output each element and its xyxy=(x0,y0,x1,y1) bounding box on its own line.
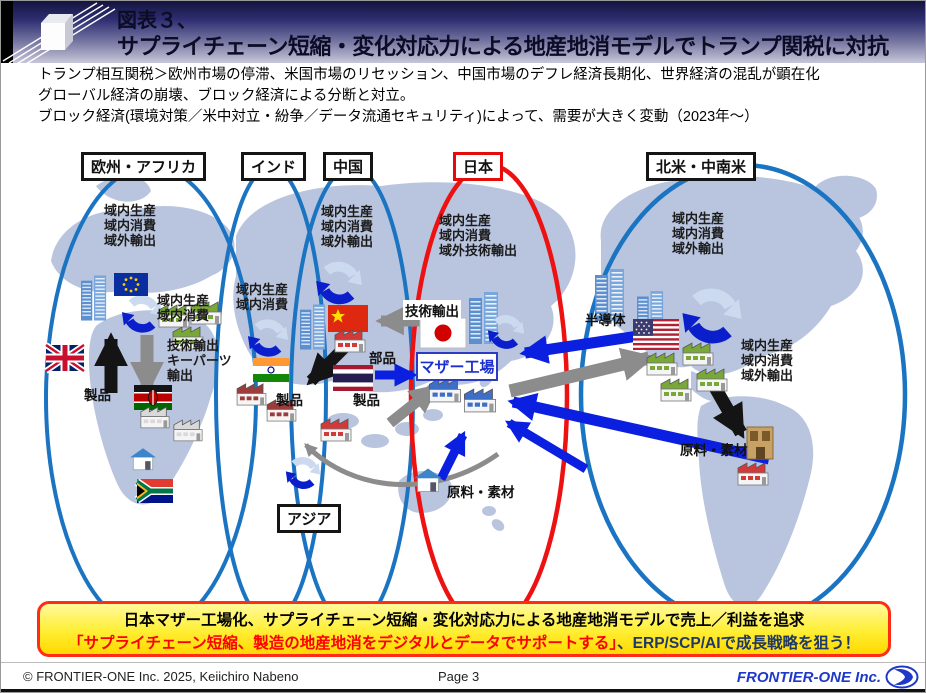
stat-line: 域内生産 xyxy=(672,211,725,226)
stat-line: 域内生産 xyxy=(741,338,794,353)
stat-line: キーパーツ xyxy=(167,353,232,368)
arrow-products-japan-to-us xyxy=(508,347,656,398)
stat-line: 域内消費 xyxy=(104,218,157,233)
americas-materials-label: 原料・素材 xyxy=(680,443,748,458)
india-stats: 域内生産 域内消費 xyxy=(236,282,288,312)
region-label-europe-africa: 欧州・アフリカ xyxy=(81,152,207,181)
region-label-india: インド xyxy=(241,152,307,181)
semiconductor-label: 半導体 xyxy=(585,313,626,328)
company-logo-icon xyxy=(885,665,919,689)
americas-stats-top: 域内生産 域内消費 域外輸出 xyxy=(672,211,724,256)
china-flag-icon xyxy=(328,305,368,332)
stat-line: 域内消費 xyxy=(157,308,210,323)
copyright-text: © FRONTIER-ONE Inc. 2025, Keiichiro Nabe… xyxy=(23,669,299,684)
factory-icon xyxy=(236,383,267,406)
footer: © FRONTIER-ONE Inc. 2025, Keiichiro Nabe… xyxy=(1,662,925,692)
arrow-materials-sa-to-japan xyxy=(507,393,771,465)
factory-icon xyxy=(737,462,769,486)
banner-quote: 「サプライチェーン短縮、製造の地産地消をデジタルとデータでサポートする」 xyxy=(67,635,618,652)
intro-line1: トランプ相互関税＞欧州市場の停滞、米国市場のリセッション、中国市場のデフレ経済長… xyxy=(38,67,820,83)
page-title-number: 図表３、 xyxy=(117,10,197,32)
china-stats: 域内生産 域内消費 域外輸出 xyxy=(321,204,373,249)
eu-flag-icon xyxy=(114,273,148,296)
company-logo-text: FRONTIER-ONE Inc. xyxy=(736,668,881,686)
europe-tech-label: 技術輸出 キーパーツ 輸出 xyxy=(167,338,232,383)
bottom-border xyxy=(1,689,925,692)
warehouse-icon xyxy=(746,426,774,460)
banner-line1: 日本マザー工場化、サプライチェーン短縮・変化対応力による地産地消モデルで売上／利… xyxy=(123,612,805,629)
europe-product-label: 製品 xyxy=(84,388,111,403)
mother-factory-box: マザー工場 xyxy=(416,352,498,381)
arrow-materials-se-to-japan xyxy=(504,419,589,473)
arrow-semiconductor-us-to-japan xyxy=(519,328,652,364)
stat-line: 域内生産 xyxy=(104,203,157,218)
factory-icon xyxy=(428,378,462,403)
region-label-japan: 日本 xyxy=(453,152,504,181)
stat-line: 域内消費 xyxy=(672,226,725,241)
japan-stats: 域内生産 域内消費 域外技術輸出 xyxy=(439,213,517,258)
cycle-arrow-icon xyxy=(286,461,320,486)
stat-line: 域内消費 xyxy=(439,228,492,243)
stat-line: 域外輸出 xyxy=(672,241,725,256)
factory-icon xyxy=(334,329,366,353)
japan-flag-icon xyxy=(419,317,467,349)
europe-stats-top: 域内生産 域内消費 域外輸出 xyxy=(104,203,156,248)
region-label-americas: 北米・中南米 xyxy=(646,152,757,181)
factory-icon xyxy=(660,378,692,402)
summary-banner: 日本マザー工場化、サプライチェーン短縮・変化対応力による地産地消モデルで売上／利… xyxy=(37,601,891,657)
banner-line2: 「サプライチェーン短縮、製造の地産地消をデジタルとデータでサポートする」、ERP… xyxy=(40,631,888,653)
page-number: Page 3 xyxy=(438,669,480,684)
intro-line2: グローバル経済の崩壊、ブロック経済による分断と対立。 xyxy=(38,88,415,104)
region-label-china: 中国 xyxy=(323,152,374,181)
factory-icon xyxy=(646,352,678,376)
stat-line: 域内生産 xyxy=(321,204,374,219)
japan-materials-label: 原料・素材 xyxy=(447,485,515,500)
factory-icon xyxy=(463,388,497,413)
stat-line: 輸出 xyxy=(167,368,194,383)
uk-flag-icon xyxy=(44,342,86,374)
header-cube-decoration-icon xyxy=(1,1,116,63)
us-flag-icon xyxy=(633,319,679,350)
arrow-products-to-japan xyxy=(386,383,439,428)
stat-line: 域外輸出 xyxy=(104,233,157,248)
stat-line: 域内生産 xyxy=(236,282,289,297)
header: 図表３、 サプライチェーン短縮・変化対応力による地産地消モデルでトランプ関税に対… xyxy=(1,1,925,63)
stat-line: 域内消費 xyxy=(236,297,289,312)
region-label-asia: アジア xyxy=(277,504,342,533)
stat-line: 域内生産 xyxy=(157,293,210,308)
thailand-flag-icon xyxy=(333,365,373,391)
factory-icon xyxy=(320,418,352,442)
south-africa-flag-icon xyxy=(134,478,173,504)
europe-stats-mid: 域内生産 域内消費 xyxy=(157,293,209,323)
page-title: サプライチェーン短縮・変化対応力による地産地消モデルでトランプ関税に対抗 xyxy=(117,34,889,59)
banner-goal: 、ERP/SCP/AIで成長戦略を狙う！ xyxy=(617,635,861,652)
factory-icon xyxy=(682,342,714,366)
intro-line3: ブロック経済(環境対策／米中対立・紛争／データ流通セキュリティ)によって、需要が… xyxy=(38,109,759,125)
india-flag-icon xyxy=(253,358,289,382)
factory-icon xyxy=(140,406,170,429)
stat-line: 域内消費 xyxy=(321,219,374,234)
arrow-products-curve-to-asia xyxy=(304,443,500,488)
company-logo: FRONTIER-ONE Inc. xyxy=(737,665,919,689)
stat-line: 域外技術輸出 xyxy=(439,243,518,258)
japan-tech-export-label: 技術輸出 xyxy=(403,300,461,320)
kenya-flag-icon xyxy=(134,385,172,410)
china-product-label: 製品 xyxy=(353,393,380,408)
stat-line: 域内消費 xyxy=(741,353,794,368)
stat-line: 域外輸出 xyxy=(741,368,794,383)
china-parts-label: 部品 xyxy=(369,351,396,366)
stat-line: 域外輸出 xyxy=(321,234,374,249)
india-product-label: 製品 xyxy=(276,393,303,408)
americas-stats-right: 域内生産 域内消費 域外輸出 xyxy=(741,338,793,383)
factory-icon xyxy=(173,419,203,442)
arrow-materials-japan xyxy=(436,430,468,482)
stat-line: 技術輸出 xyxy=(167,338,220,353)
intro-paragraph: トランプ相互関税＞欧州市場の停滞、米国市場のリセッション、中国市場のデフレ経済長… xyxy=(38,65,908,128)
factory-icon xyxy=(696,368,728,392)
stat-line: 域内生産 xyxy=(439,213,492,228)
